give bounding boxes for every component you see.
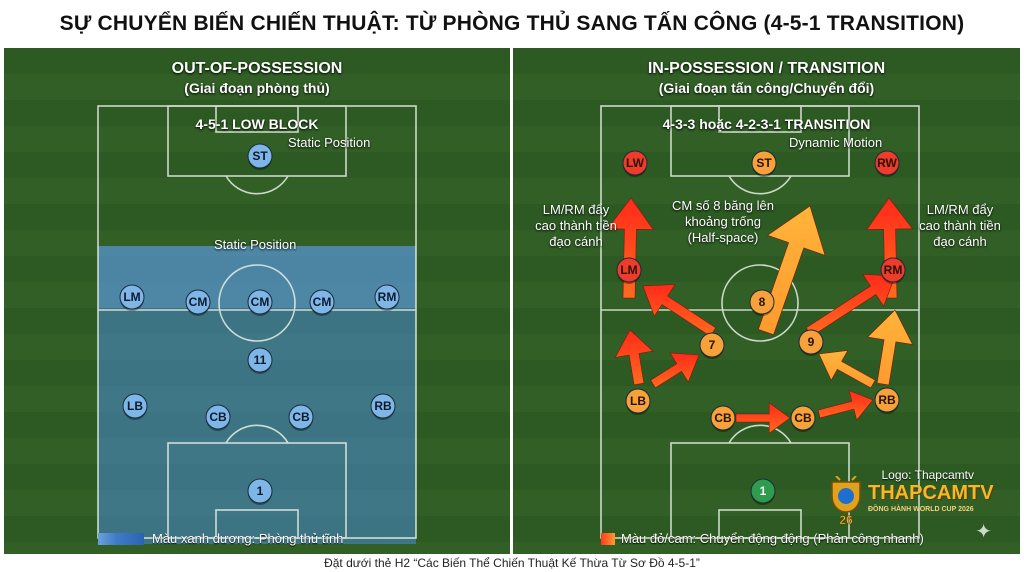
footer-caption: Đặt dưới thẻ H2 “Các Biến Thể Chiến Thuậ… <box>324 556 700 570</box>
player-marker: RW <box>874 150 900 177</box>
player-marker: 1 <box>247 478 273 505</box>
player-marker: CB <box>205 404 231 431</box>
player-label: 8 <box>759 295 766 309</box>
player-label: ST <box>756 156 772 170</box>
left-panel-title: OUT-OF-POSSESSION <box>171 60 343 77</box>
page-title: SỰ CHUYỂN BIẾN CHIẾN THUẬT: TỪ PHÒNG THỦ… <box>59 12 965 35</box>
player-marker: RB <box>874 387 900 414</box>
logo-credit: Logo: Thapcamtv <box>881 468 974 482</box>
blue-swatch <box>98 532 144 545</box>
player-marker: ST <box>247 143 273 170</box>
pitch-lines <box>97 105 417 539</box>
out-of-possession-panel: OUT-OF-POSSESSION (Giai đoạn phòng thủ) … <box>4 48 510 554</box>
brand-number: 26 <box>839 513 853 526</box>
player-label: CM <box>189 295 208 309</box>
player-label: RB <box>374 399 392 413</box>
player-marker: LB <box>625 388 651 415</box>
player-marker: CM <box>309 289 335 316</box>
right-note-top: Dynamic Motion <box>789 135 883 150</box>
orange-swatch <box>601 532 615 545</box>
movement-arrow <box>607 197 654 299</box>
player-marker: RB <box>370 393 396 420</box>
player-label: LM <box>123 290 140 304</box>
player-label: RM <box>884 263 903 277</box>
brand-tagline: ĐỒNG HÀNH WORLD CUP 2026 <box>868 506 974 513</box>
movement-arrow <box>614 329 654 386</box>
in-possession-panel: IN-POSSESSION / TRANSITION (Giai đoạn tấ… <box>513 48 1020 554</box>
right-note-right: LM/RM đẩy cao thành tiền đạo cánh <box>919 202 1001 249</box>
player-label: 11 <box>254 353 267 367</box>
player-label: LM <box>620 263 637 277</box>
player-label: 9 <box>808 335 815 349</box>
player-label: LB <box>630 394 646 408</box>
player-label: RW <box>877 156 897 170</box>
left-note-mid: Static Position <box>214 237 297 252</box>
left-panel-subtitle: (Giai đoạn phòng thủ) <box>184 80 330 96</box>
player-label: CM <box>313 295 332 309</box>
movement-arrow <box>866 309 914 386</box>
left-formation: 4-5-1 LOW BLOCK <box>195 116 319 132</box>
player-label: LB <box>127 399 143 413</box>
player-label: CB <box>794 411 812 425</box>
player-marker: LM <box>119 284 145 311</box>
player-marker: 11 <box>247 347 273 374</box>
thapcamtv-logo: 26 THAPCAMTV ĐỒNG HÀNH WORLD CUP 2026 <box>822 476 1000 528</box>
player-label: CM <box>251 295 270 309</box>
right-panel-title: IN-POSSESSION / TRANSITION <box>647 60 886 77</box>
player-marker: CB <box>288 404 314 431</box>
player-marker: 1 <box>750 478 776 505</box>
player-marker: CM <box>247 289 273 316</box>
player-marker: RM <box>374 284 400 311</box>
player-label: CB <box>714 411 732 425</box>
movement-arrow <box>642 284 717 337</box>
right-players: LW ST RW LM 8 RM 7 9LB CB CB RB 1 <box>616 150 906 505</box>
player-marker: 7 <box>699 332 725 359</box>
player-marker: CM <box>185 289 211 316</box>
player-marker: LW <box>622 150 648 177</box>
sparkle-icon: ✦ <box>975 521 992 543</box>
player-label: 7 <box>709 338 716 352</box>
right-panel-subtitle: (Giai đoạn tấn công/Chuyển đổi) <box>658 80 875 96</box>
player-label: 1 <box>760 484 767 498</box>
right-formation: 4-3-3 hoặc 4-2-3-1 TRANSITION <box>662 116 871 132</box>
brand-name: THAPCAMTV <box>868 482 994 504</box>
right-legend-text: Màu đỏ/cam: Chuyển động động (Phản công … <box>621 531 924 546</box>
player-marker: LM <box>616 257 642 284</box>
left-legend-text: Màu xanh dương: Phòng thủ tĩnh <box>152 531 344 546</box>
player-marker: CB <box>710 405 736 432</box>
player-marker: RM <box>880 257 906 284</box>
movement-arrow <box>758 205 826 335</box>
player-label: RM <box>378 290 397 304</box>
player-label: ST <box>252 149 268 163</box>
right-note-center: CM số 8 băng lên khoảng trống (Half-spac… <box>672 198 774 245</box>
trophy-emblem-icon: 26 <box>831 476 861 526</box>
right-note-left: LM/RM đẩy cao thành tiền đạo cánh <box>535 202 617 249</box>
player-marker: LB <box>122 393 148 420</box>
movement-arrow <box>818 350 876 389</box>
left-legend: Màu xanh dương: Phòng thủ tĩnh <box>98 531 343 546</box>
player-label: CB <box>209 410 227 424</box>
movement-arrow <box>735 402 791 434</box>
player-marker: ST <box>751 150 777 177</box>
left-note-top: Static Position <box>288 135 371 150</box>
player-label: LW <box>626 156 645 170</box>
movement-arrows <box>607 197 914 434</box>
player-marker: 8 <box>749 289 775 316</box>
right-legend: Màu đỏ/cam: Chuyển động động (Phản công … <box>601 531 924 546</box>
player-marker: CB <box>790 405 816 432</box>
player-label: RB <box>878 393 896 407</box>
movement-arrow <box>650 352 700 389</box>
player-label: 1 <box>257 484 264 498</box>
player-marker: 9 <box>798 329 824 356</box>
movement-arrow <box>817 390 874 421</box>
movement-arrow <box>805 273 896 337</box>
player-label: CB <box>292 410 310 424</box>
